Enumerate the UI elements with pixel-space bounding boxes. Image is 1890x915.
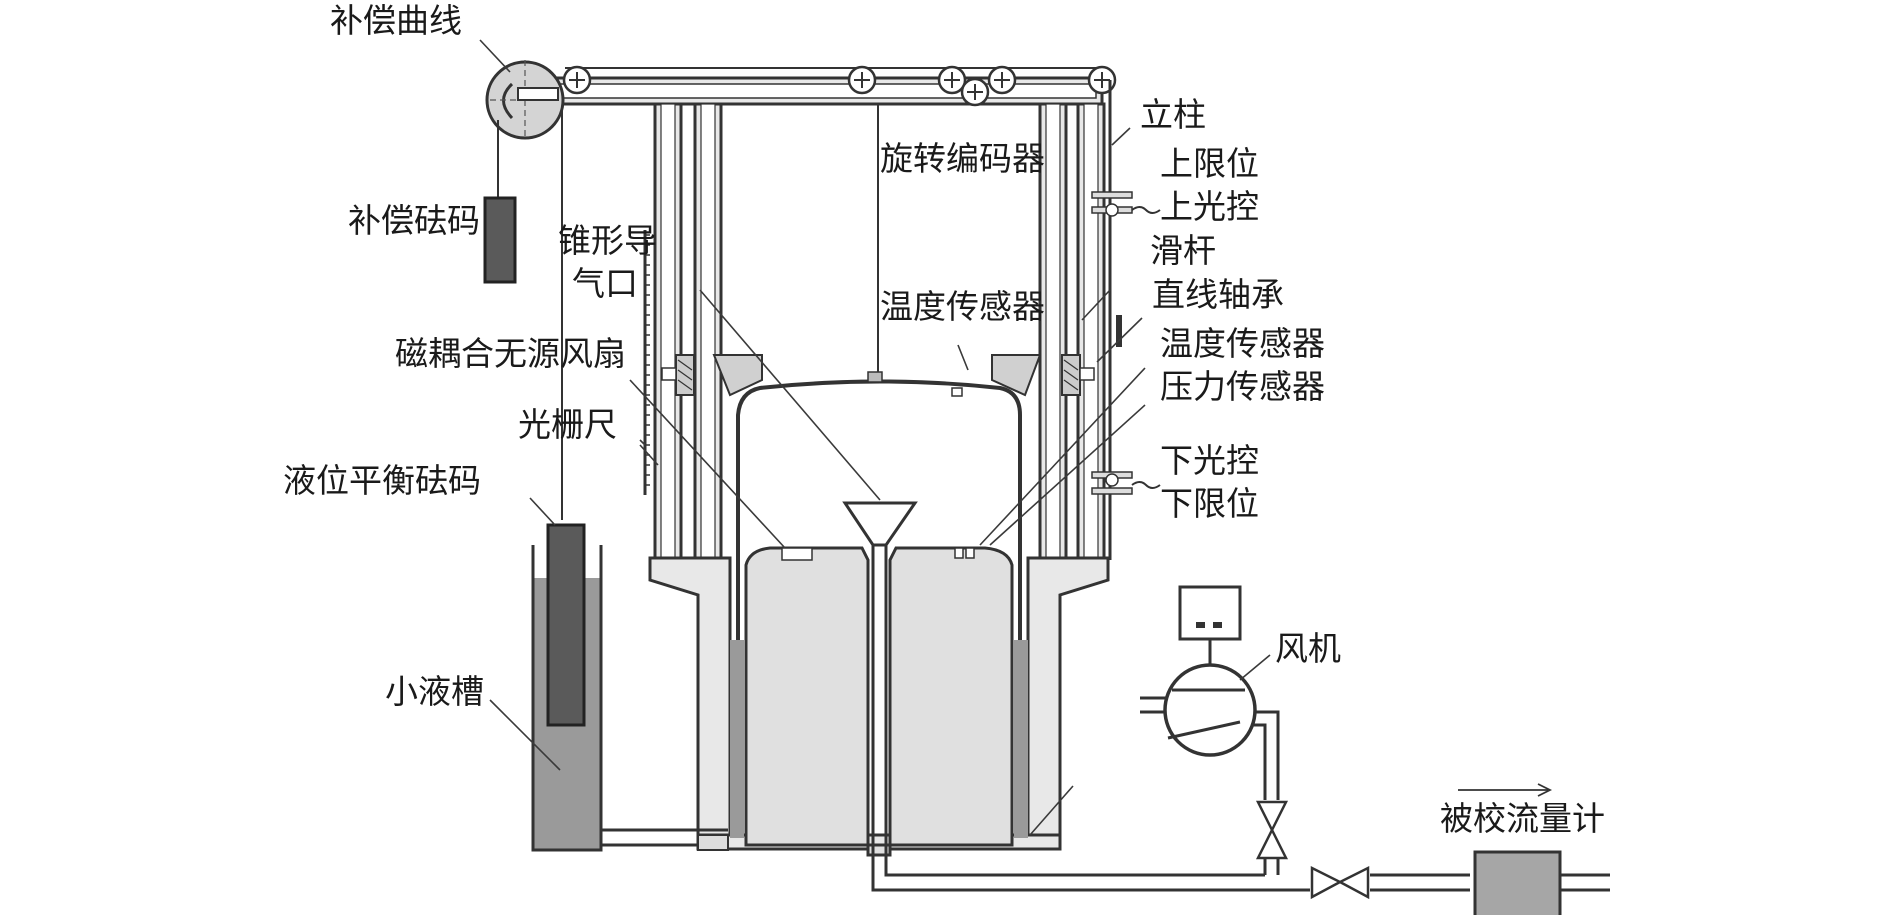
main-liquid-tank — [648, 546, 1110, 857]
pulley-icon — [937, 65, 967, 95]
label-flowmeter: 被校流量计 — [1440, 799, 1605, 838]
bell-guide-brackets — [661, 354, 1095, 397]
lower-limit-switch — [1091, 471, 1161, 495]
label-cone-nozzle-2: 气口 — [572, 264, 638, 303]
label-column: 立柱 — [1140, 95, 1206, 134]
label-temp-sensor-top: 温度传感器 — [880, 287, 1045, 326]
label-cone-nozzle-1: 锥形导 — [558, 221, 657, 260]
label-magnetic-fan: 磁耦合无源风扇 — [395, 334, 626, 373]
label-linear-bearing: 直线轴承 — [1152, 275, 1284, 314]
label-temp-sensor-right: 温度传感器 — [1160, 324, 1325, 363]
label-pressure-sensor: 压力传感器 — [1160, 367, 1325, 406]
valve-icon — [1255, 800, 1289, 860]
outlet-pipe — [871, 545, 1610, 892]
cone-nozzle — [842, 501, 918, 547]
left-column — [653, 102, 723, 562]
bell-cup — [736, 371, 1022, 670]
flow-arrow-icon — [1458, 783, 1553, 797]
label-compensation-weight: 补偿砝码 — [348, 201, 480, 240]
label-lower-photo: 下光控 — [1160, 441, 1259, 480]
upper-limit-switch — [1091, 191, 1161, 217]
linear-bearing-marker — [1116, 315, 1122, 347]
small-liquid-tank — [531, 523, 729, 852]
label-slide-rod: 滑杆 — [1150, 231, 1216, 270]
label-rotary-encoder: 旋转编码器 — [880, 139, 1045, 178]
label-level-weight: 液位平衡砝码 — [283, 461, 481, 500]
label-upper-photo: 上光控 — [1160, 187, 1259, 226]
label-upper-limit: 上限位 — [1160, 144, 1259, 183]
compensation-curve-wheel — [485, 60, 565, 140]
level-balance-weight — [546, 523, 586, 727]
label-blower: 风机 — [1275, 629, 1341, 668]
right-column — [1038, 102, 1106, 562]
label-lower-limit: 下限位 — [1160, 484, 1259, 523]
label-small-tank: 小液槽 — [385, 672, 484, 711]
pulley-icon — [847, 65, 877, 95]
label-compensation-curve: 补偿曲线 — [330, 1, 462, 40]
compensation-weight — [483, 196, 517, 284]
leader-lines — [479, 39, 1271, 836]
label-grating-scale: 光栅尺 — [518, 405, 617, 444]
blower-icon — [1140, 585, 1257, 757]
flowmeter-box — [1473, 850, 1562, 915]
pulley-icon — [562, 65, 592, 95]
pulley-icon — [987, 65, 1017, 95]
valve-icon — [1310, 865, 1370, 900]
rotary-encoder-icon — [960, 77, 990, 107]
